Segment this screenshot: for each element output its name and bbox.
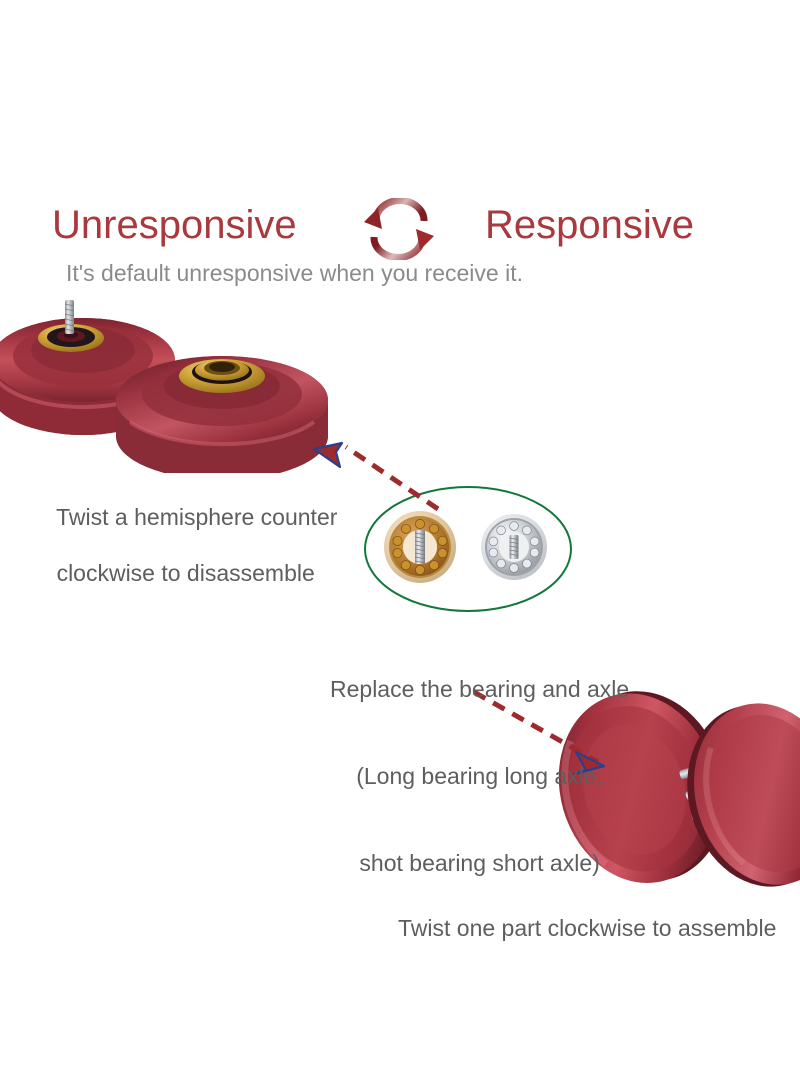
arrow-to-assembled (472, 689, 606, 776)
caption-replace-line1: Replace the bearing and axle (330, 676, 630, 702)
circular-arrows-icon (364, 198, 434, 260)
caption-disassemble-line1: Twist a hemisphere counter (56, 504, 338, 530)
title-responsive: Responsive (485, 203, 695, 247)
title-unresponsive: Unresponsive (52, 203, 297, 247)
arrow-to-halves (312, 441, 440, 512)
caption-replace-bearing: Replace the bearing and axle (Long beari… (330, 617, 629, 936)
assembled-yoyo-photo (558, 691, 800, 887)
caption-replace-line3: shot bearing short axle) (359, 850, 600, 876)
callout-ellipse (364, 486, 572, 612)
yoyo-halves-photo (0, 300, 328, 473)
caption-assemble: Twist one part clockwise to assemble (398, 915, 777, 941)
subtitle-default-state: It's default unresponsive when you recei… (66, 260, 523, 286)
caption-disassemble: Twist a hemisphere counter clockwise to … (31, 475, 337, 615)
caption-replace-line2: (Long bearing long axle, (356, 763, 603, 789)
caption-disassemble-line2: clockwise to disassemble (56, 560, 315, 586)
bearing-callout-photo (364, 486, 572, 612)
